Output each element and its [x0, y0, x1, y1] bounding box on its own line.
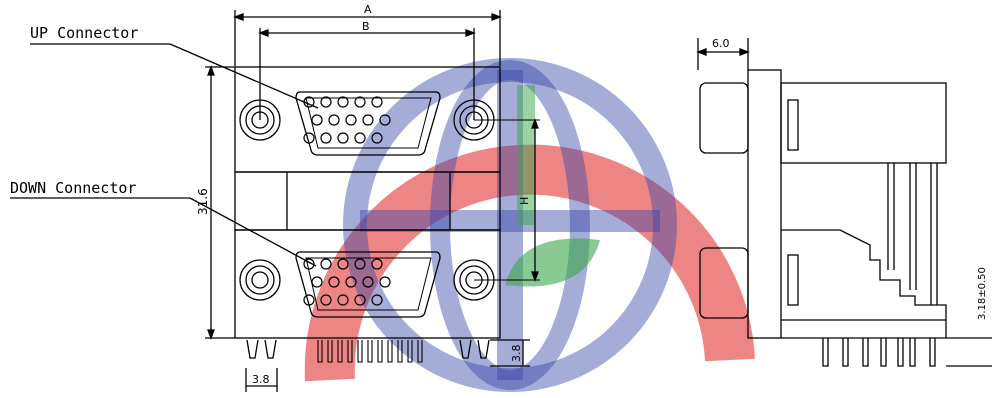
dimension-pin-height: 3.18±0.50 — [977, 267, 988, 320]
dimension-side-offset: 6.0 — [712, 37, 730, 50]
dimension-pin-pitch: 3.8 — [252, 373, 270, 386]
dimension-a: A — [364, 3, 372, 16]
up-connector-label: UP Connector — [30, 24, 138, 42]
side-view — [696, 38, 992, 367]
watermark-logo — [304, 58, 755, 392]
dimension-pin-length: 3.8 — [510, 345, 523, 363]
down-connector-label: DOWN Connector — [10, 179, 136, 197]
dimension-b: B — [362, 20, 370, 33]
pin-grid-down — [303, 258, 391, 306]
dimension-h: H — [518, 197, 531, 205]
front-view — [10, 10, 540, 392]
dimension-height: 31.6 — [196, 188, 210, 215]
pin-grid-up — [303, 96, 391, 144]
comb-leads — [317, 340, 423, 363]
